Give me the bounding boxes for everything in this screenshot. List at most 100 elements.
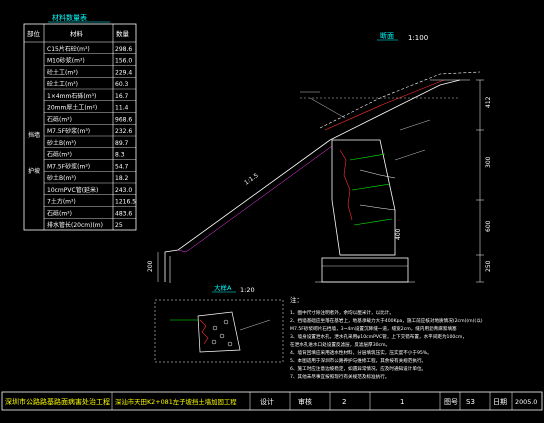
note-9: 7、其他未尽事宜按照现行有关规范及标准执行。 — [290, 373, 389, 380]
dim-text-3: 600 — [485, 220, 492, 232]
table-cell-material: 7土方(m³) — [47, 198, 76, 206]
table-cell-qty: 11.4 — [115, 105, 129, 112]
note-7: 5、本图适用于深圳市公路养护与维修工程，其余按有关规范执行。 — [290, 357, 426, 364]
tb-checker-label: 审核 — [298, 397, 312, 406]
dim-text-1: 412 — [485, 96, 492, 108]
table-cell-material: 砂土B(m³) — [47, 139, 76, 147]
detail-stone-5 — [227, 341, 233, 347]
note-3: M7.5F砂浆砌片石挡墙，3~4m设置沉降缝一道，缝宽2cm，缝内用沥青麻絮填塞 — [290, 325, 457, 332]
table-cell-material: M10砂浆(m³) — [47, 57, 85, 65]
dim-text-wall: 400 — [395, 228, 402, 240]
table-cell-material: 石砾(m³) — [47, 151, 72, 159]
slope-line-inner — [177, 145, 333, 253]
table-cell-qty: 1216.5 — [115, 199, 136, 206]
wall-face-hatch — [339, 149, 353, 221]
note-5: 在泄水孔进水口处设置反滤层，反滤层厚30cm。 — [290, 341, 390, 348]
table-cell-qty: 60.3 — [115, 81, 129, 88]
wall-step-1 — [359, 169, 396, 179]
section-title: 断面 — [380, 31, 394, 40]
table-cell-material: 20mm厚土工(m²) — [47, 104, 97, 112]
table-cell-material: 砼土工(m³) — [47, 68, 78, 76]
table-cell-qty: 18.2 — [115, 175, 129, 182]
upper-slope-red — [324, 79, 445, 131]
detail-frame — [154, 299, 284, 363]
detail-stone-2 — [219, 333, 225, 339]
table-cell-material: 石砾(m³) — [47, 209, 72, 217]
tb-sheet-label: 图号 — [444, 398, 458, 406]
detail-stone-3 — [211, 339, 217, 345]
tb-project: 深圳市公路路基路面病害处治工程 — [5, 397, 110, 406]
note-2: 2、挡墙基础应坐落在基岩上，地基承载力大于400Kpa，施工前应核对地质情况(2… — [290, 317, 483, 324]
dim-text-4: 250 — [485, 260, 492, 272]
table-cell-qty: 156.0 — [115, 58, 132, 65]
note-4: 3、墙身设置泄水孔，泄水孔采用φ10cmPVC管，上下交错布置，水平间距为100… — [290, 333, 467, 340]
title-block: 深圳市公路路基路面病害处治工程 深汕市天田K2+081左子坡挡土墙加固工程 设计… — [1, 391, 543, 411]
title-block-frame — [1, 391, 543, 411]
tb-drawing-title: 深汕市天田K2+081左子坡挡土墙加固工程 — [115, 397, 237, 406]
tb-designer-label: 设计 — [260, 397, 274, 406]
table-header-material: 材料 — [70, 29, 84, 38]
tb-date: 2005.0 — [515, 398, 537, 406]
table-cell-qty: 483.6 — [115, 210, 132, 217]
table-cell-qty: 229.4 — [115, 69, 132, 76]
notes-heading: 注： — [290, 295, 303, 304]
dim-text-left: 200 — [147, 260, 154, 272]
table-cell-qty: 232.6 — [115, 128, 132, 135]
tb-date-label: 日期 — [493, 398, 507, 406]
detail-scale: 1:20 — [240, 286, 255, 294]
table-cell-material: 石砾(m³) — [47, 115, 72, 123]
detail-hatch — [199, 319, 209, 345]
note-6: 4、墙背回填应采用透水性材料，分层填筑压实，压实度不小于95%。 — [290, 349, 432, 356]
notes: 注： 1、图中尺寸除注明者外，余均以厘米计，以比计。 2、挡墙基础应坐落在基岩上… — [290, 295, 483, 380]
wall-step-2 — [359, 204, 396, 211]
upper-slope — [329, 79, 461, 141]
note-1: 1、图中尺寸除注明者外，余均以厘米计，以比计。 — [290, 309, 394, 316]
drain-pipe-1 — [349, 153, 386, 161]
table-cell-qty: 89.7 — [115, 140, 129, 147]
table-title: 材料数量表 — [52, 13, 87, 22]
table-cell-material: 1×4mm石砾(m³) — [47, 92, 96, 100]
table-cell-qty: 298.6 — [115, 46, 132, 53]
tb-check-value: 2 — [342, 398, 346, 406]
table-side-label-wall: 挡墙 — [28, 131, 40, 139]
section-scale: 1:100 — [408, 34, 428, 42]
table-cell-qty: 25 — [115, 222, 123, 229]
detail-wall-block — [197, 311, 241, 353]
table-cell-qty: 16.7 — [115, 93, 129, 100]
table-cell-material: 10cmPVC管(延米) — [47, 186, 98, 194]
table-cell-qty: 54.7 — [115, 163, 129, 170]
table-side-label-slope: 护坡 — [28, 167, 40, 175]
dim-text-2: 300 — [485, 156, 492, 168]
detail-stone-4 — [223, 319, 229, 325]
leader-line-3 — [394, 149, 426, 161]
drain-pipe-3 — [353, 218, 393, 226]
table-frame — [23, 23, 137, 231]
note-8: 6、施工时应注意边坡稳定，如遇异常情况，应及时通知设计单位。 — [290, 365, 426, 372]
detail-a: 大样A 1:20 — [154, 283, 284, 363]
table-cell-qty: 968.6 — [115, 116, 132, 123]
section-title-group: 断面 1:100 — [377, 31, 428, 42]
leader-line-1 — [309, 97, 346, 119]
table-cell-material: 砼土工(m³) — [47, 80, 78, 88]
table-cell-material: M7.5F砂浆(m³) — [47, 127, 90, 135]
drain-pipe-2 — [351, 183, 391, 191]
tb-version: 1 — [400, 398, 404, 406]
detail-leader — [239, 319, 271, 331]
table-cell-material: 砂土B(m³) — [47, 174, 76, 182]
detail-title: 大样A — [214, 283, 232, 292]
table-cell-material: 排水管长(20cm)(m) — [47, 221, 103, 229]
leader-line-2 — [399, 119, 431, 131]
table-cell-material: C15片石砼(m³) — [47, 45, 90, 53]
tb-sheet-no: S3 — [466, 398, 475, 406]
table-header-part: 部位 — [27, 29, 41, 38]
slope-line — [164, 139, 331, 282]
table-cell-material: M7.5F砂浆(m³) — [47, 162, 90, 170]
table-cell-qty: 243.0 — [115, 187, 132, 194]
table-cell-qty: 8.3 — [115, 152, 125, 159]
detail-stone-1 — [212, 325, 218, 331]
table-header-qty: 数量 — [116, 29, 130, 38]
